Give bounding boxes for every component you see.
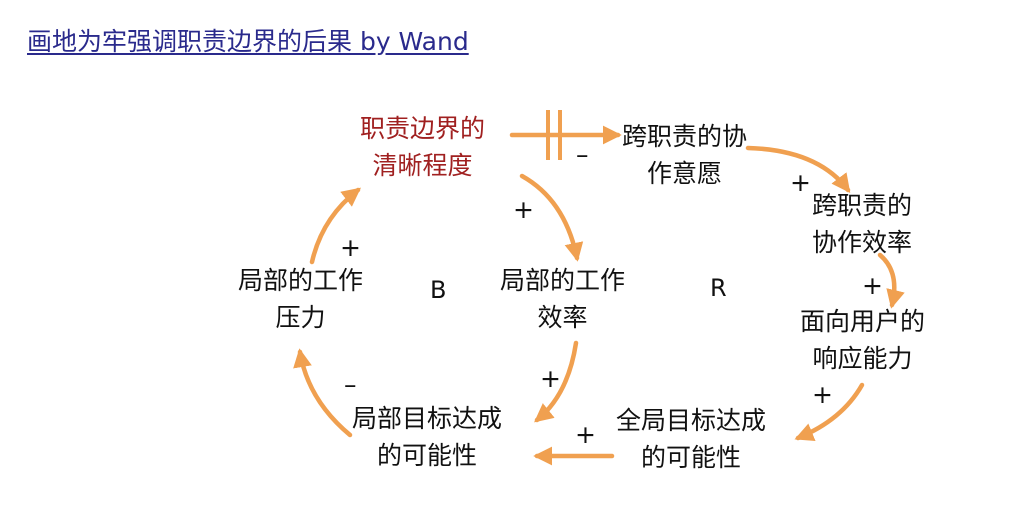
arrow-user-response-to-global-goal <box>794 382 865 442</box>
arrow-willingness-to-cross-efficiency <box>745 145 851 194</box>
arrow-clarity-to-local-efficiency <box>519 173 584 262</box>
node-local-efficiency: 局部的工作 效率 <box>500 266 626 332</box>
polarity-user-response-global-goal: + <box>812 380 833 409</box>
polarity-clarity-local-efficiency: + <box>513 195 534 224</box>
node-local-goal: 局部目标达成 的可能性 <box>352 404 503 470</box>
node-local-pressure: 局部的工作 压力 <box>238 266 364 332</box>
polarity-local-efficiency-local-goal: + <box>540 364 561 393</box>
polarity-willingness-cross-efficiency: + <box>790 168 811 197</box>
polarity-clarity-willingness: – <box>576 140 589 169</box>
node-global-goal: 全局目标达成 的可能性 <box>616 406 767 472</box>
node-user-response: 面向用户的 响应能力 <box>800 307 926 373</box>
polarity-pressure-clarity: + <box>340 233 361 262</box>
node-cross-efficiency: 跨职责的 协作效率 <box>812 191 913 257</box>
loop-label-balancing: B <box>430 276 447 304</box>
delay-mark-icon <box>546 110 562 160</box>
arrow-local-goal-to-pressure <box>293 348 353 438</box>
arrow-cross-efficiency-to-user-response <box>877 252 905 309</box>
polarity-local-goal-pressure: – <box>344 370 357 399</box>
arrow-local-efficiency-to-local-goal <box>534 340 579 423</box>
node-cross-willingness: 跨职责的协 作意愿 <box>622 122 748 188</box>
diagram-title: 画地为牢强调职责边界的后果 by Wand <box>27 27 469 56</box>
arrow-pressure-to-clarity <box>309 187 361 265</box>
node-boundary-clarity: 职责边界的 清晰程度 <box>360 114 486 180</box>
polarity-cross-efficiency-user-response: + <box>862 271 883 300</box>
loop-label-reinforcing: R <box>710 274 727 302</box>
polarity-global-goal-local-goal: + <box>575 420 596 449</box>
